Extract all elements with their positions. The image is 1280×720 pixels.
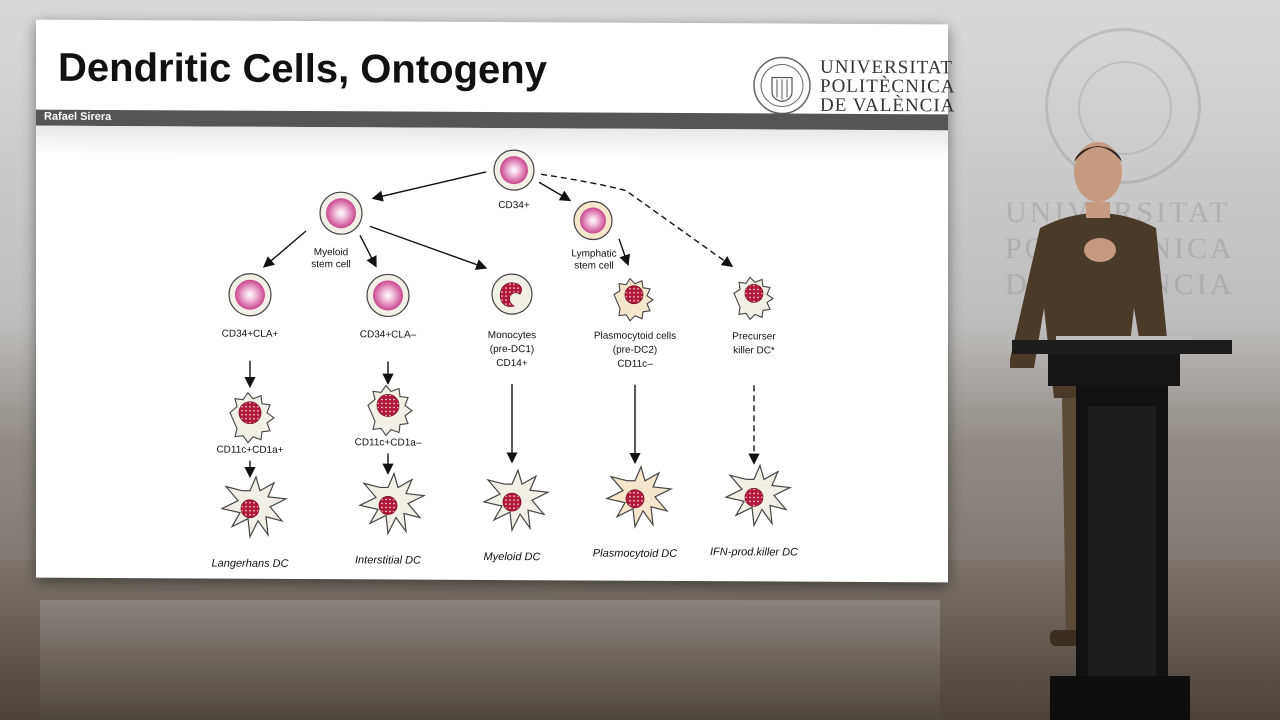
label-f3: Myeloid DC [484, 551, 541, 563]
label-p5-2: killer DC* [733, 345, 775, 356]
dc-plasmocytoid [605, 464, 674, 529]
arrow-lymphatic-p4 [618, 238, 631, 267]
cell-i2 [367, 384, 413, 437]
label-p2: CD34+CLA– [360, 329, 417, 340]
label-root: CD34+ [498, 200, 530, 211]
label-f1: Langerhans DC [211, 558, 288, 570]
arrow-myeloid-p2 [359, 234, 377, 268]
stem-cell-lymphatic [573, 200, 613, 241]
wall-seal-icon [1045, 28, 1201, 184]
label-lymphatic-2: stem cell [574, 260, 613, 271]
label-i1: CD11c+CD1a+ [216, 445, 283, 456]
arrow-myeloid-p3 [369, 225, 488, 270]
label-myeloid-1: Myeloid [314, 247, 348, 258]
label-p3-2: (pre-DC1) [490, 344, 534, 355]
label-myeloid-2: stem cell [311, 259, 350, 270]
stem-cell-myeloid [319, 191, 363, 235]
cell-p2 [366, 273, 410, 318]
stem-cell-root [493, 149, 535, 191]
label-p3-3: CD14+ [496, 358, 528, 369]
cell-p5-killer [733, 276, 774, 321]
label-p5-1: Precurser [732, 331, 776, 342]
cell-p4-plasmocytoid [613, 277, 654, 322]
dc-langerhans [220, 474, 289, 539]
dc-myeloid [482, 468, 551, 533]
arrow-root-myeloid [371, 171, 487, 202]
arrow-myeloid-p1 [262, 230, 307, 268]
cell-p1 [228, 273, 272, 317]
label-p3-1: Monocytes [488, 330, 536, 341]
label-f2: Interstitial DC [355, 554, 421, 566]
arrow-root-killer [540, 173, 734, 268]
lineage-arrows [244, 171, 760, 479]
label-f4: Plasmocytoid DC [593, 548, 677, 560]
arrow-root-lymphatic [538, 181, 572, 202]
slide-reflection [40, 600, 940, 720]
cell-p3-monocyte [491, 273, 533, 315]
slide: Dendritic Cells, Ontogeny UNIVERSITAT PO… [36, 19, 956, 583]
label-f5: IFN-prod.killer DC [710, 546, 798, 558]
dc-interstitial [358, 471, 427, 536]
label-p4-3: CD11c– [617, 359, 653, 370]
cell-i1 [229, 391, 275, 444]
label-lymphatic-1: Lymphatic [571, 248, 616, 259]
laptop-base [1056, 336, 1192, 340]
dc-ontogeny-diagram: CD34+ Myeloid stem cell Lymphatic stem c… [211, 149, 798, 570]
label-p4-2: (pre-DC2) [613, 345, 657, 356]
lectern [1012, 336, 1232, 720]
dc-ifn-killer [724, 463, 793, 528]
label-p1: CD34+CLA+ [222, 329, 279, 340]
label-i2: CD11c+CD1a– [355, 437, 422, 448]
label-p4-1: Plasmocytoid cells [594, 331, 676, 342]
